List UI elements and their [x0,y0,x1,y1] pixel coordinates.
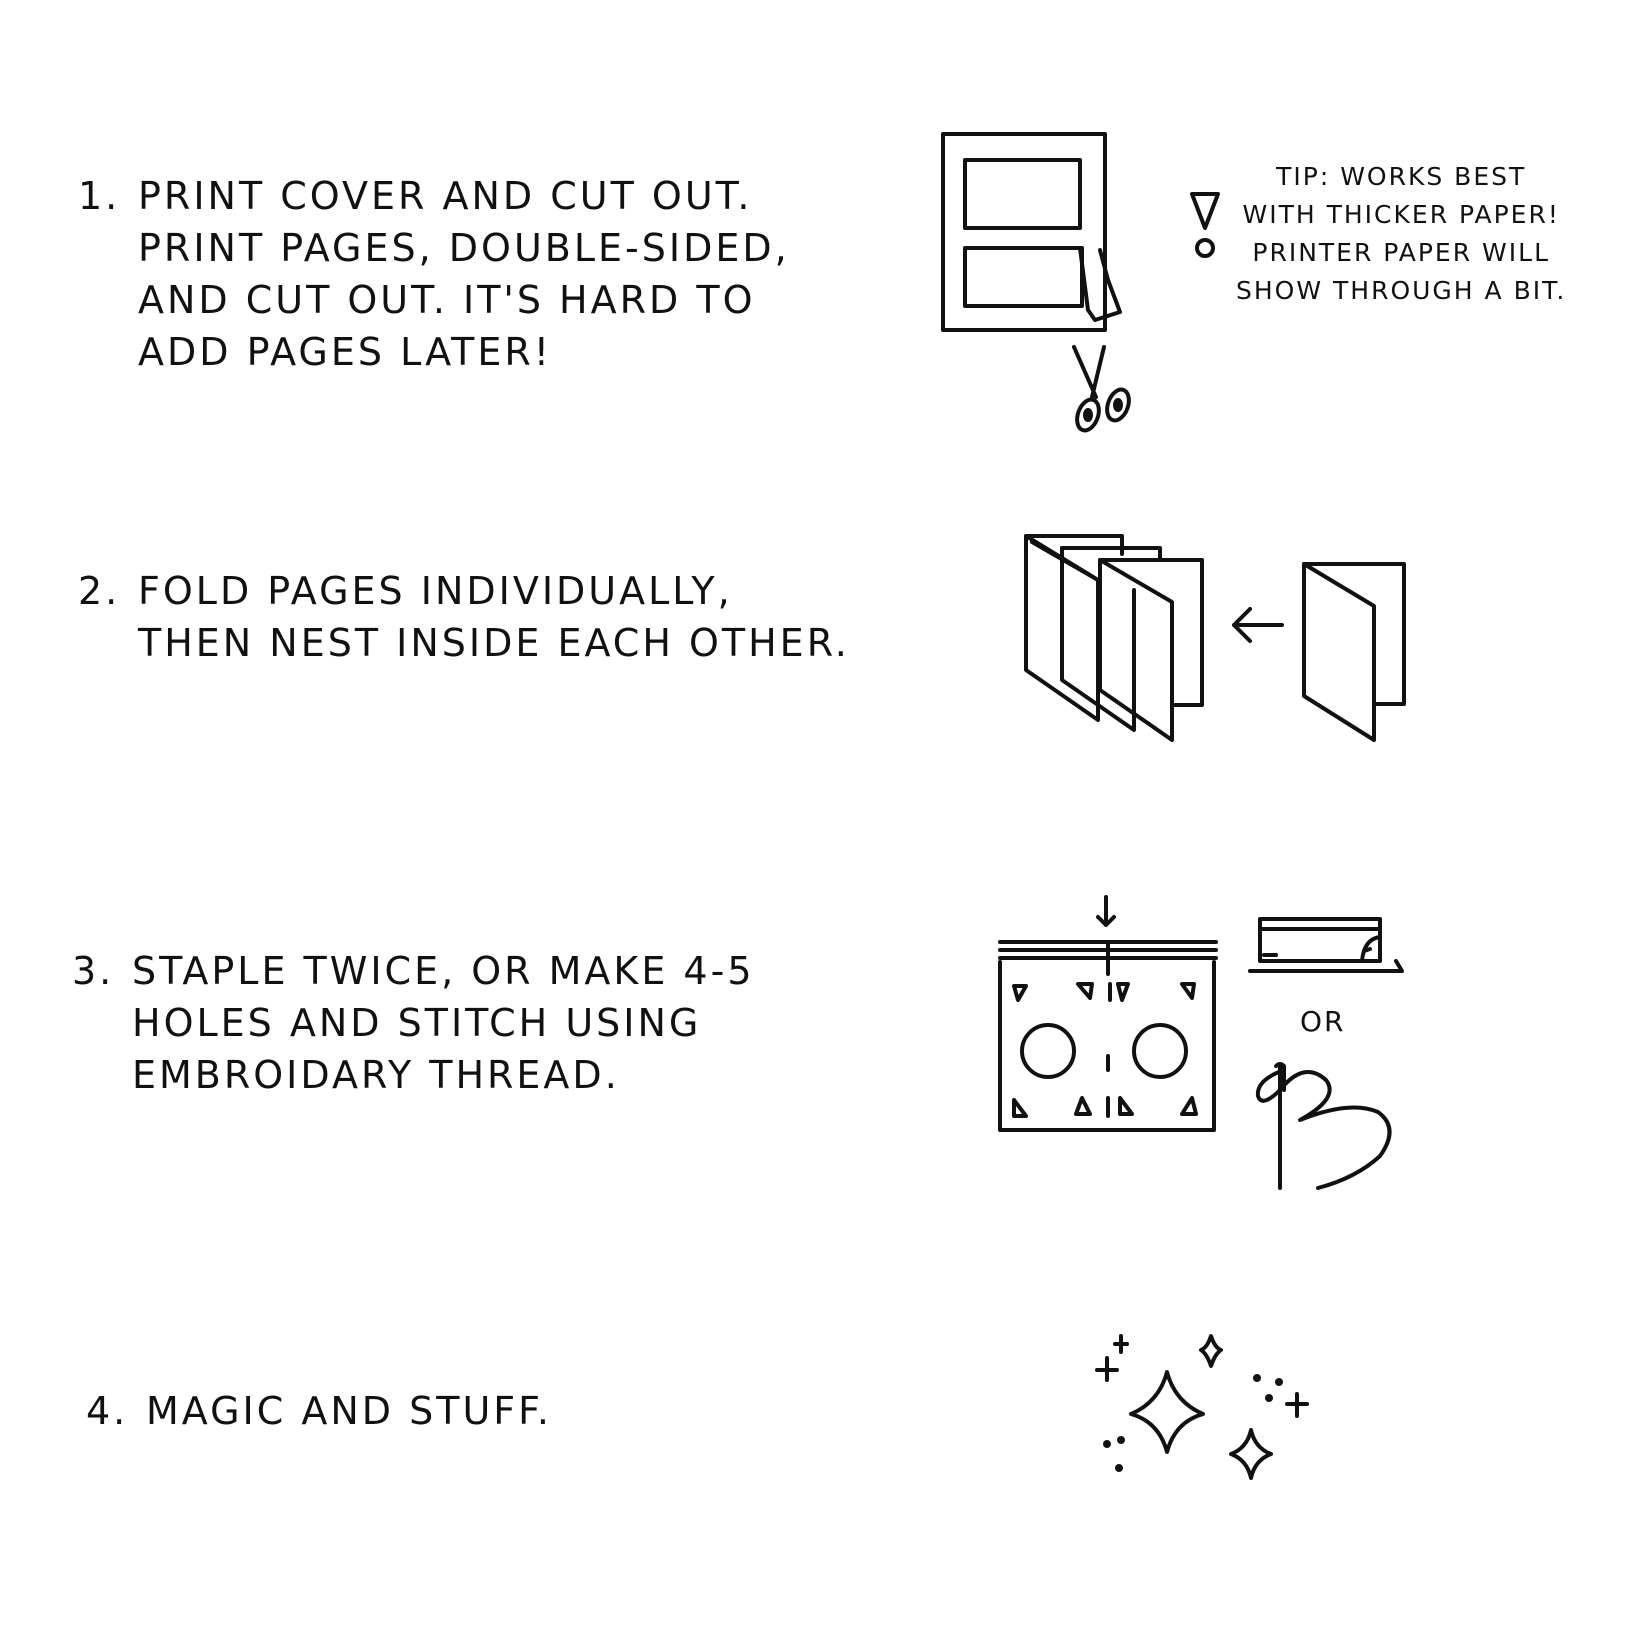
step-line: THEN NEST INSIDE EACH OTHER. [138,621,850,665]
step-line: AND CUT OUT. IT'S HARD TO [138,278,756,322]
step-3-text: 3. STAPLE TWICE, OR MAKE 4-5 HOLES AND ST… [72,945,755,1101]
step-number: 2. [78,569,121,613]
arrow-left-icon [1232,607,1284,643]
step-line: PRINT PAGES, DOUBLE-SIDED, [138,226,790,270]
step-2-text: 2. FOLD PAGES INDIVIDUALLY, THEN NEST INS… [78,565,850,669]
step-number: 1. [78,174,121,218]
step-line: PRINT COVER AND CUT OUT. [138,174,753,218]
step-1-text: 1. PRINT COVER AND CUT OUT. PRINT PAGES, … [78,170,790,378]
cover-sheet-icon [941,132,1122,332]
step-line: FOLD PAGES INDIVIDUALLY, [138,569,733,613]
step-number: 4. [86,1389,129,1433]
sparkles-icon [1095,1334,1309,1480]
step-line: MAGIC AND STUFF. [146,1389,552,1433]
folded-page-icon [1302,562,1406,742]
step-line: STAPLE TWICE, OR MAKE 4-5 [132,949,755,993]
tip-line: SHOW THROUGH A BIT. [1236,276,1567,305]
stapler-icon [1248,917,1404,973]
step-number: 3. [72,949,115,993]
tip-line: WITH THICKER PAPER! [1242,200,1560,229]
tip-line: PRINTER PAPER WILL [1252,238,1550,267]
step-4-text: 4. MAGIC AND STUFF. [86,1385,552,1437]
tip-note: TIP: WORKS BEST WITH THICKER PAPER! PRIN… [1236,158,1566,310]
stapled-booklet-icon [998,940,1218,1132]
scissors-icon [1072,345,1131,433]
or-label: OR [1300,1005,1346,1038]
exclamation-icon [1190,192,1220,258]
step-line: HOLES AND STITCH USING [132,1001,702,1045]
needle-thread-icon [1255,1062,1392,1190]
down-arrow-icon [1096,895,1116,927]
nested-pages-icon [1024,534,1204,742]
step-line: EMBROIDARY THREAD. [132,1053,620,1097]
step-line: ADD PAGES LATER! [138,330,553,374]
tip-line: TIP: WORKS BEST [1276,162,1527,191]
